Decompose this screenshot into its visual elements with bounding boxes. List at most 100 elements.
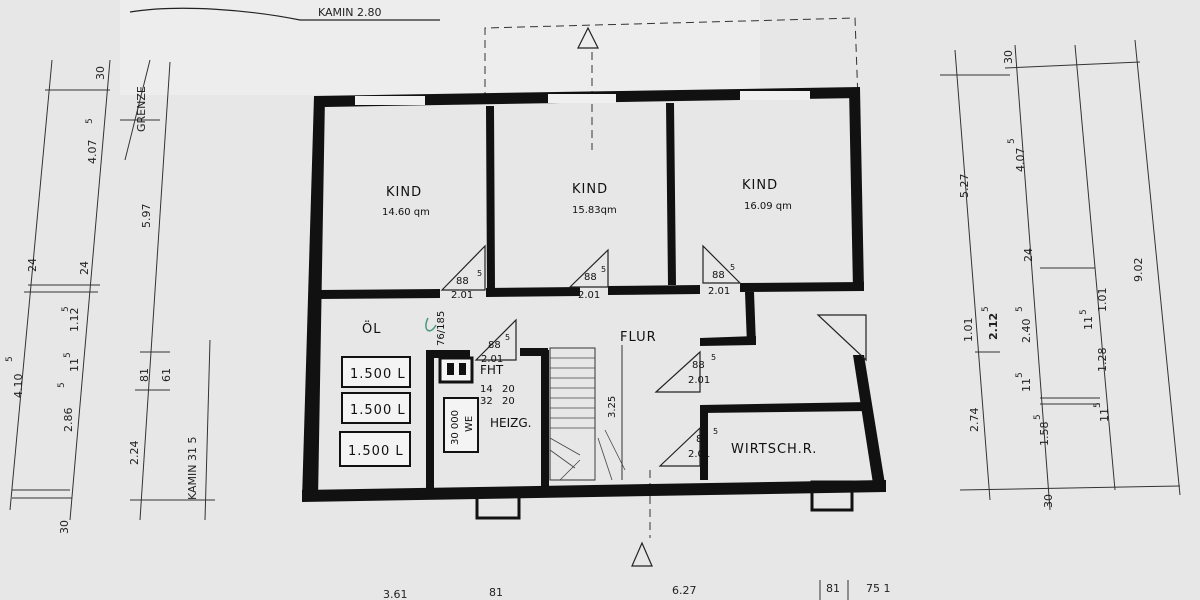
svg-text:24: 24	[26, 258, 39, 272]
svg-text:20: 20	[502, 396, 515, 407]
paper-fold	[120, 0, 760, 95]
svg-text:5: 5	[1093, 402, 1103, 408]
grenze-label: GRENZE	[135, 86, 148, 132]
svg-text:5: 5	[1007, 138, 1017, 144]
svg-text:1.28: 1.28	[1096, 348, 1109, 373]
svg-text:5: 5	[1079, 309, 1089, 315]
property-line	[129, 7, 440, 21]
room-name: FHT	[480, 363, 504, 377]
svg-text:1.58: 1.58	[1038, 422, 1051, 447]
svg-text:9.02: 9.02	[1132, 258, 1145, 283]
section-marker-top	[577, 26, 599, 49]
svg-text:11: 11	[1098, 408, 1111, 422]
windows	[355, 91, 810, 105]
svg-text:4.10: 4.10	[12, 374, 25, 399]
staircase	[549, 345, 626, 481]
svg-text:2.01: 2.01	[451, 290, 473, 301]
bottom-dimensions: 3.61 81 6.27 81 75 1	[383, 580, 891, 600]
kamin-top-label: KAMIN 2.80	[318, 6, 382, 19]
svg-text:5: 5	[711, 353, 716, 362]
boiler-unit-label: WE	[464, 416, 475, 432]
svg-text:5: 5	[61, 306, 71, 312]
svg-text:30: 30	[1002, 50, 1015, 64]
svg-text:2.01: 2.01	[578, 290, 600, 301]
boiler-unit	[443, 397, 479, 453]
room-name: KIND	[572, 182, 608, 197]
svg-text:5: 5	[713, 427, 718, 436]
stair-dimension: 3.25	[607, 396, 618, 418]
svg-text:5: 5	[601, 265, 606, 274]
svg-text:1.01: 1.01	[1096, 288, 1109, 313]
svg-text:24: 24	[1022, 248, 1035, 262]
svg-text:30: 30	[94, 66, 107, 80]
svg-text:1.01: 1.01	[962, 318, 975, 343]
svg-text:5: 5	[505, 333, 510, 342]
room-area: 16.09 qm	[744, 201, 792, 212]
svg-text:2.01: 2.01	[708, 286, 730, 297]
svg-text:4.07: 4.07	[86, 140, 99, 165]
door-labels: 88 5 2.01 88 5 2.01 88 5 2.01 88 5 2.01 …	[436, 263, 735, 460]
svg-text:81: 81	[489, 586, 503, 599]
room-name: KIND	[386, 185, 422, 200]
svg-text:5: 5	[1015, 306, 1025, 312]
oil-tanks: 1.500 L 1.500 L 1.500 L	[339, 356, 411, 467]
room-name: WIRTSCH.R.	[731, 442, 817, 457]
fht-dimensions: 14 20 32 20	[480, 384, 515, 407]
svg-text:75 1: 75 1	[866, 582, 891, 595]
interior-walls	[318, 103, 871, 492]
svg-text:5: 5	[981, 306, 991, 312]
svg-text:11: 11	[1020, 378, 1033, 392]
room-labels: KIND 14.60 qm KIND 15.83qm KIND 16.09 qm…	[362, 178, 817, 457]
outer-walls	[302, 87, 886, 502]
right-dimensions	[940, 39, 1181, 511]
svg-text:2.01: 2.01	[688, 375, 710, 386]
svg-text:5.97: 5.97	[140, 204, 153, 229]
chimney-bottom-left	[475, 488, 521, 520]
svg-text:88: 88	[488, 340, 501, 351]
left-dimension-labels: 4.10 5 30 4.07 5 24 1.12 5 2.86 5 11 5 2…	[5, 66, 199, 534]
tank-label: 1.500 L	[348, 444, 404, 459]
svg-text:3.61: 3.61	[383, 588, 408, 600]
svg-text:5: 5	[85, 118, 95, 124]
svg-text:5: 5	[1015, 372, 1025, 378]
room-name: HEIZG.	[490, 416, 531, 430]
room-name: KIND	[742, 178, 778, 193]
svg-text:2.86: 2.86	[62, 408, 75, 433]
svg-text:24: 24	[78, 261, 91, 275]
left-dimensions	[9, 59, 215, 521]
boiler: 30 000 WE	[438, 356, 479, 453]
svg-text:2.12: 2.12	[987, 313, 1000, 340]
chimney-bottom-right	[810, 480, 854, 512]
svg-text:2.01: 2.01	[688, 449, 710, 460]
svg-text:5: 5	[57, 382, 67, 388]
svg-text:5: 5	[730, 263, 735, 272]
svg-text:1.12: 1.12	[68, 308, 81, 333]
svg-text:5: 5	[477, 269, 482, 278]
svg-text:2.01: 2.01	[481, 354, 503, 365]
oil-tank	[341, 392, 411, 424]
svg-text:2.40: 2.40	[1020, 319, 1033, 344]
svg-text:30: 30	[1042, 494, 1055, 508]
svg-text:5: 5	[1033, 414, 1043, 420]
tank-label: 1.500 L	[350, 367, 406, 382]
room-area: 15.83qm	[572, 205, 617, 216]
svg-text:81: 81	[138, 368, 151, 382]
boiler-rating: 30 000	[450, 410, 461, 445]
room-area: 14.60 qm	[382, 207, 430, 218]
svg-text:88: 88	[584, 272, 597, 283]
room-name: ÖL	[362, 320, 381, 337]
upper-outline	[484, 17, 859, 101]
svg-text:5.27: 5.27	[958, 174, 971, 199]
svg-text:5: 5	[5, 356, 15, 362]
svg-text:20: 20	[502, 384, 515, 395]
annotation-mark	[425, 317, 437, 332]
svg-text:11: 11	[1082, 316, 1095, 330]
tank-label: 1.500 L	[350, 403, 406, 418]
svg-text:81: 81	[826, 582, 840, 595]
svg-text:88: 88	[456, 276, 469, 287]
room-name: FLUR	[620, 330, 657, 345]
svg-text:14: 14	[480, 384, 493, 395]
svg-text:88: 88	[692, 360, 705, 371]
right-dimension-labels: 5.27 1.01 2.74 30 30 4.07 5 2.12 5 2.40 …	[958, 50, 1145, 508]
